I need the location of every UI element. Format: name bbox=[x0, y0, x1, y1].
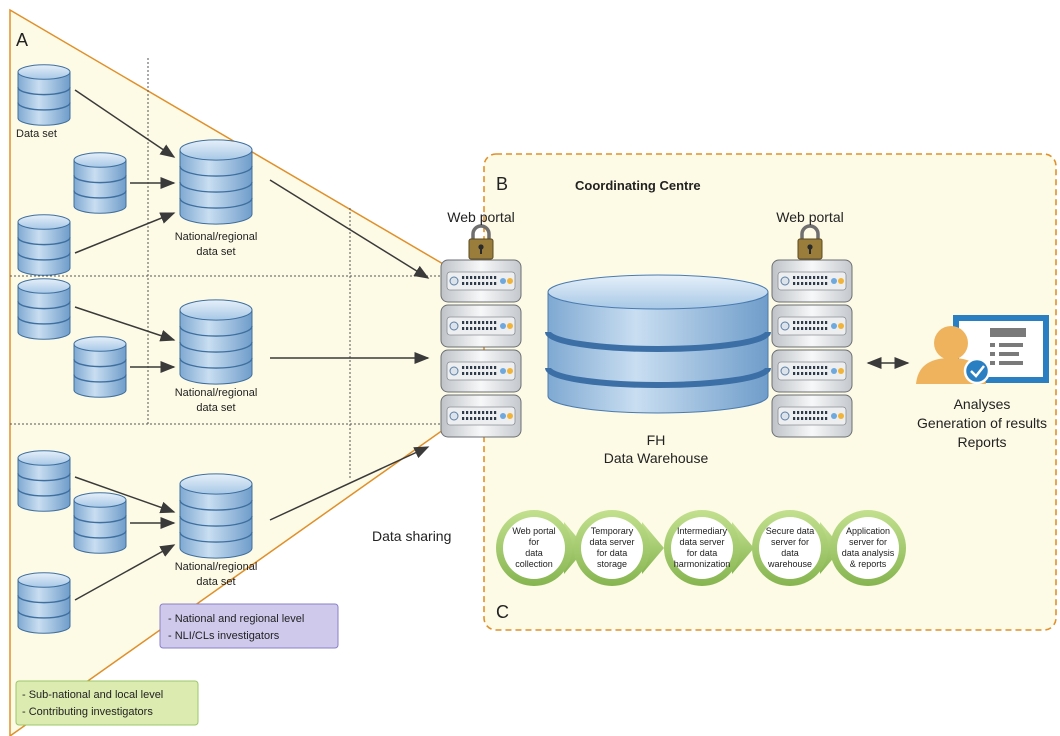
process-steps: Web portalfordatacollectionTemporarydata… bbox=[496, 510, 906, 586]
process-step-text: server for bbox=[771, 537, 809, 547]
process-step-text: Intermediary bbox=[677, 526, 728, 536]
coordinating-centre-title: Coordinating Centre bbox=[575, 178, 701, 193]
data-sharing-label: Data sharing bbox=[372, 528, 451, 544]
process-step-text: data bbox=[781, 548, 799, 558]
process-step-text: harmonization bbox=[674, 559, 731, 569]
web-portal-left-label: Web portal bbox=[447, 209, 514, 225]
national-database-icon bbox=[179, 299, 253, 385]
national-set-1-line1: National/regional bbox=[175, 231, 258, 243]
legend-national-line1: - National and regional level bbox=[168, 613, 304, 625]
panel-c-label: C bbox=[496, 602, 509, 622]
national-database-icon bbox=[179, 473, 253, 559]
data-set-label: Data set bbox=[16, 128, 57, 140]
legend-subnational-line1: - Sub-national and local level bbox=[22, 689, 163, 701]
panel-a-grid bbox=[10, 58, 445, 480]
process-step-text: Application bbox=[846, 526, 890, 536]
database-icon bbox=[17, 214, 71, 276]
process-step-text: for bbox=[529, 537, 540, 547]
web-portal-right-label: Web portal bbox=[776, 209, 843, 225]
database-icon bbox=[17, 64, 71, 126]
padlock-icon bbox=[797, 224, 823, 260]
national-set-2-line1: National/regional bbox=[175, 387, 258, 399]
process-step-text: for data bbox=[687, 548, 718, 558]
process-step-text: Temporary bbox=[591, 526, 634, 536]
process-step-text: data analysis bbox=[842, 548, 895, 558]
legend-national-box bbox=[159, 603, 339, 649]
legend-national-line2: - NLI/CLs investigators bbox=[168, 630, 280, 642]
process-step-text: collection bbox=[515, 559, 553, 569]
process-step-text: warehouse bbox=[767, 559, 812, 569]
panel-b-label: B bbox=[496, 174, 508, 194]
process-step-text: storage bbox=[597, 559, 627, 569]
national-set-3-line1: National/regional bbox=[175, 561, 258, 573]
warehouse-label-line1: FH bbox=[647, 432, 666, 448]
database-icon bbox=[17, 450, 71, 512]
data-warehouse-icon bbox=[545, 274, 771, 414]
server-rack-icon-left bbox=[440, 259, 522, 438]
national-set-1-line2: data set bbox=[196, 246, 235, 258]
outputs-line2: Generation of results bbox=[917, 415, 1047, 431]
database-icon bbox=[73, 492, 127, 554]
outputs-line1: Analyses bbox=[954, 396, 1011, 412]
database-icon bbox=[17, 572, 71, 634]
process-step-text: & reports bbox=[850, 559, 887, 569]
national-set-2-line2: data set bbox=[196, 402, 235, 414]
check-badge-icon bbox=[963, 357, 991, 385]
national-set-3-line2: data set bbox=[196, 576, 235, 588]
server-rack-icon-right bbox=[771, 259, 853, 438]
legend-subnational-line2: - Contributing investigators bbox=[22, 706, 153, 718]
process-step-text: data server bbox=[589, 537, 634, 547]
process-step-text: Web portal bbox=[512, 526, 555, 536]
analyst-icon bbox=[916, 315, 1049, 385]
legend-subnational-box bbox=[15, 680, 199, 726]
warehouse-label-line2: Data Warehouse bbox=[604, 450, 709, 466]
arrows bbox=[74, 89, 910, 601]
process-step-text: data bbox=[525, 548, 543, 558]
padlock-icon bbox=[468, 224, 494, 260]
process-step-text: server for bbox=[849, 537, 887, 547]
process-step-text: Secure data bbox=[766, 526, 815, 536]
database-icon bbox=[17, 278, 71, 340]
database-icon bbox=[73, 336, 127, 398]
process-step-text: for data bbox=[597, 548, 628, 558]
process-step-text: data server bbox=[679, 537, 724, 547]
database-icon bbox=[73, 152, 127, 214]
national-database-icon bbox=[179, 139, 253, 225]
outputs-line3: Reports bbox=[957, 434, 1006, 450]
panel-a-label: A bbox=[16, 30, 28, 50]
